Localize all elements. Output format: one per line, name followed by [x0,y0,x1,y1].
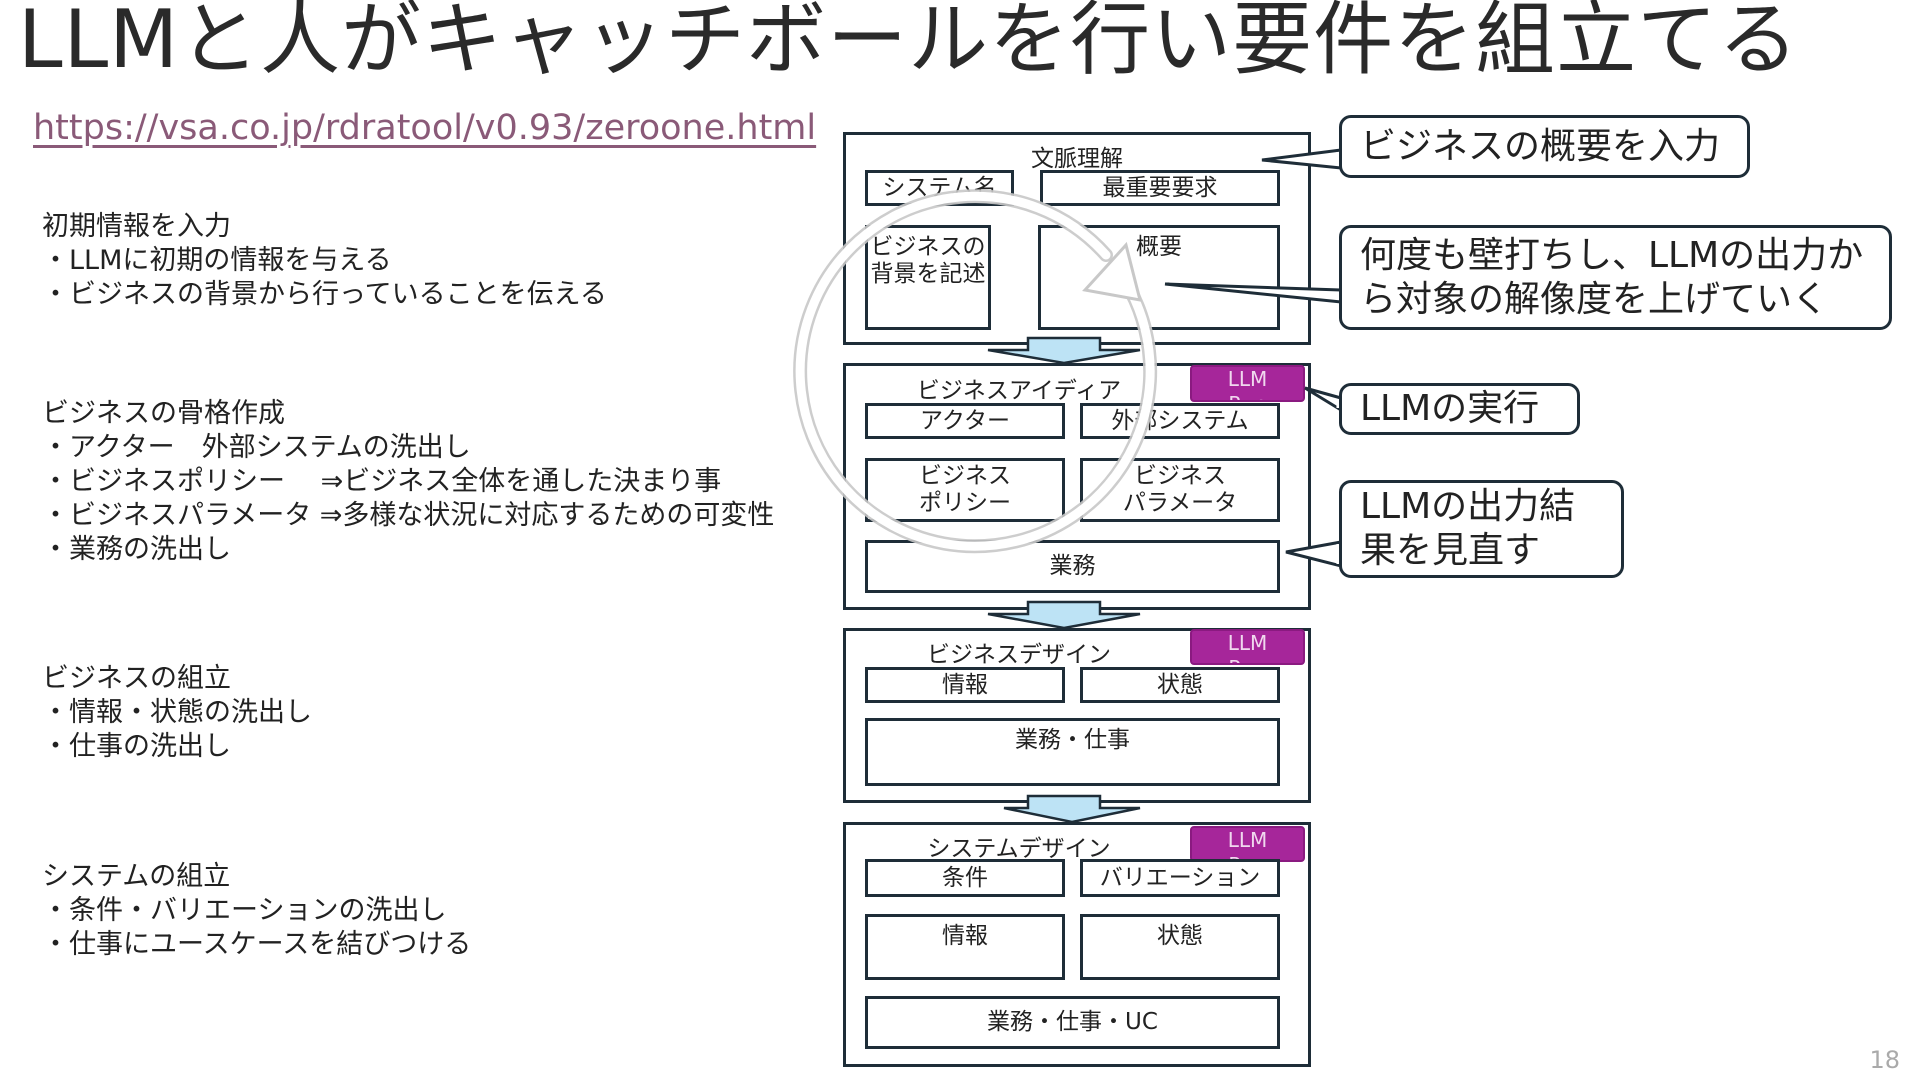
stage-business-idea-title: ビジネスアイディア [916,378,1122,404]
external-system-box: 外部システム [1080,403,1280,439]
callout-pointer [1304,386,1343,413]
note-item: ・アクター 外部システムの洗出し [42,432,471,463]
business-box: 業務 [865,540,1280,593]
flow-down-arrow-icon [987,336,1141,365]
business-work-box: 業務・仕事 [865,718,1280,786]
note-item: ・LLMに初期の情報を与える [42,245,392,276]
reference-link[interactable]: https://vsa.co.jp/rdratool/v0.93/zeroone… [33,108,817,148]
note-heading: ビジネスの組立 [42,663,231,694]
note-heading: 初期情報を入力 [42,211,231,242]
note-business-assembly: ビジネスの組立 ・情報・状態の洗出し ・仕事の洗出し [42,662,312,764]
iteration-cycle-icon [793,189,1158,554]
llm-run-badge[interactable]: LLM Run [1190,365,1305,402]
stage-context-title: 文脈理解 [1031,146,1123,172]
variation-box: バリエーション [1080,859,1280,897]
condition-box: 条件 [865,859,1065,897]
business-policy-box: ビジネス ポリシー [865,458,1065,522]
note-initial-info: 初期情報を入力 ・LLMに初期の情報を与える ・ビジネスの背景から行っていること… [42,210,607,312]
note-heading: システムの組立 [42,861,231,892]
business-background-box: ビジネスの 背景を記述 [865,225,991,330]
business-parameter-box: ビジネス パラメータ [1080,458,1280,522]
note-item: ・仕事にユースケースを結びつける [42,929,472,960]
llm-run-badge[interactable]: LLM Run [1190,629,1305,665]
page-number: 18 [1869,1046,1900,1074]
note-item: ・ビジネスの背景から行っていることを伝える [42,279,607,310]
stage-business-design-title: ビジネスデザイン [927,642,1111,668]
flow-down-arrow-icon [1003,794,1141,824]
callout-review-output: LLMの出力結 果を見直す [1339,480,1624,578]
slide-title: LLMと人がキャッチボールを行い要件を組立てる [18,0,1800,86]
callout-input-overview: ビジネスの概要を入力 [1339,115,1750,178]
note-heading: ビジネスの骨格作成 [42,398,285,429]
note-item: ・業務の洗出し [42,534,231,565]
callout-pointer [1261,148,1343,170]
note-business-skeleton: ビジネスの骨格作成 ・アクター 外部システムの洗出し ・ビジネスポリシー ⇒ビジ… [42,397,774,567]
note-item: ・ビジネスパラメータ ⇒多様な状況に対応するための可変性 [42,500,775,531]
note-item: ・条件・バリエーションの洗出し [42,895,447,926]
system-state-box: 状態 [1080,914,1280,980]
actor-box: アクター [865,403,1065,439]
callout-run-llm: LLMの実行 [1339,383,1580,435]
callout-pointer [1164,282,1343,304]
top-requirement-box: 最重要要求 [1040,170,1280,206]
callout-pointer [1285,540,1343,568]
callout-iterate: 何度も壁打ちし、LLMの出力か ら対象の解像度を上げていく [1339,225,1892,330]
flow-down-arrow-icon [987,600,1141,630]
system-information-box: 情報 [865,914,1065,980]
note-item: ・仕事の洗出し [42,731,231,762]
note-item: ・情報・状態の洗出し [42,697,312,728]
note-item: ・ビジネスポリシー ⇒ビジネス全体を通した決まり事 [42,466,722,497]
note-system-assembly: システムの組立 ・条件・バリエーションの洗出し ・仕事にユースケースを結びつける [42,860,471,962]
state-box: 状態 [1080,667,1280,703]
business-work-uc-box: 業務・仕事・UC [865,996,1280,1049]
stage-system-design-title: システムデザイン [927,836,1111,862]
overview-box: 概要 [1038,225,1280,330]
information-box: 情報 [865,667,1065,703]
